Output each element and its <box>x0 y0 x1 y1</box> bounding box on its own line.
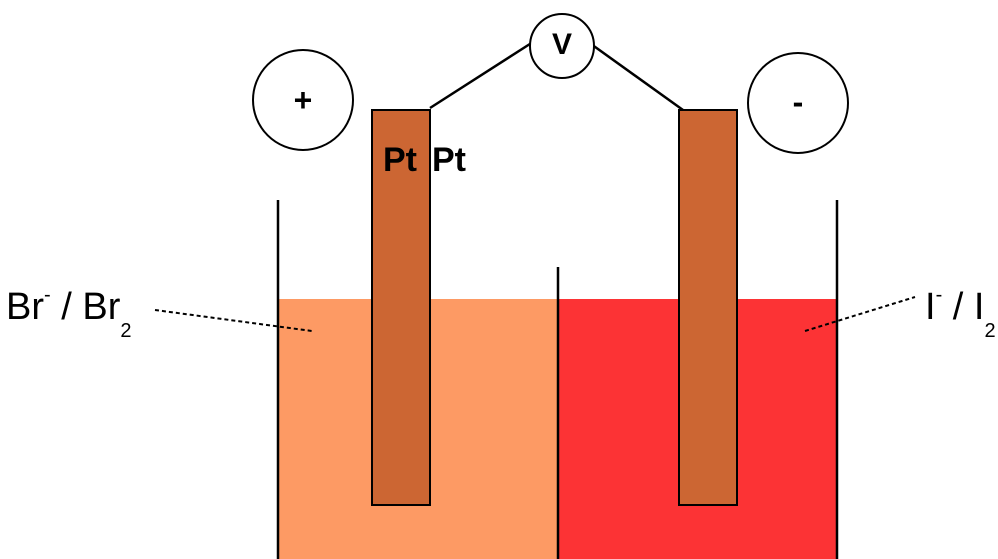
voltmeter-circle <box>529 13 595 79</box>
negative-terminal-circle <box>747 52 849 154</box>
left-electrode-label: Pt <box>383 141 417 179</box>
left-ion-charge: - <box>44 284 51 306</box>
right-species-subscript: 2 <box>984 320 996 342</box>
left-ion: Br <box>6 286 44 328</box>
voltmeter-label: V <box>551 28 572 61</box>
positive-terminal-label: + <box>293 82 313 118</box>
negative-terminal-label: - <box>792 84 804 120</box>
positive-terminal-circle <box>252 49 354 151</box>
right-ion: I <box>925 286 936 328</box>
left-leader-line <box>154 309 313 332</box>
right-ion-charge: - <box>935 284 943 306</box>
right-species: I <box>973 286 985 328</box>
left-separator: / <box>50 286 83 328</box>
left-species-subscript: 2 <box>120 320 132 342</box>
right-separator: / <box>942 286 974 328</box>
right-electrode <box>678 109 738 506</box>
right-leader-line <box>804 296 916 332</box>
right-wire <box>590 42 684 112</box>
left-wire <box>429 40 534 110</box>
right-electrode-label: Pt <box>432 141 466 179</box>
right-half-cell-label: I- / I2 <box>925 285 996 341</box>
left-electrode <box>371 109 431 506</box>
left-species: Br <box>82 286 121 328</box>
left-half-cell-label: Br- / Br2 <box>6 285 131 341</box>
